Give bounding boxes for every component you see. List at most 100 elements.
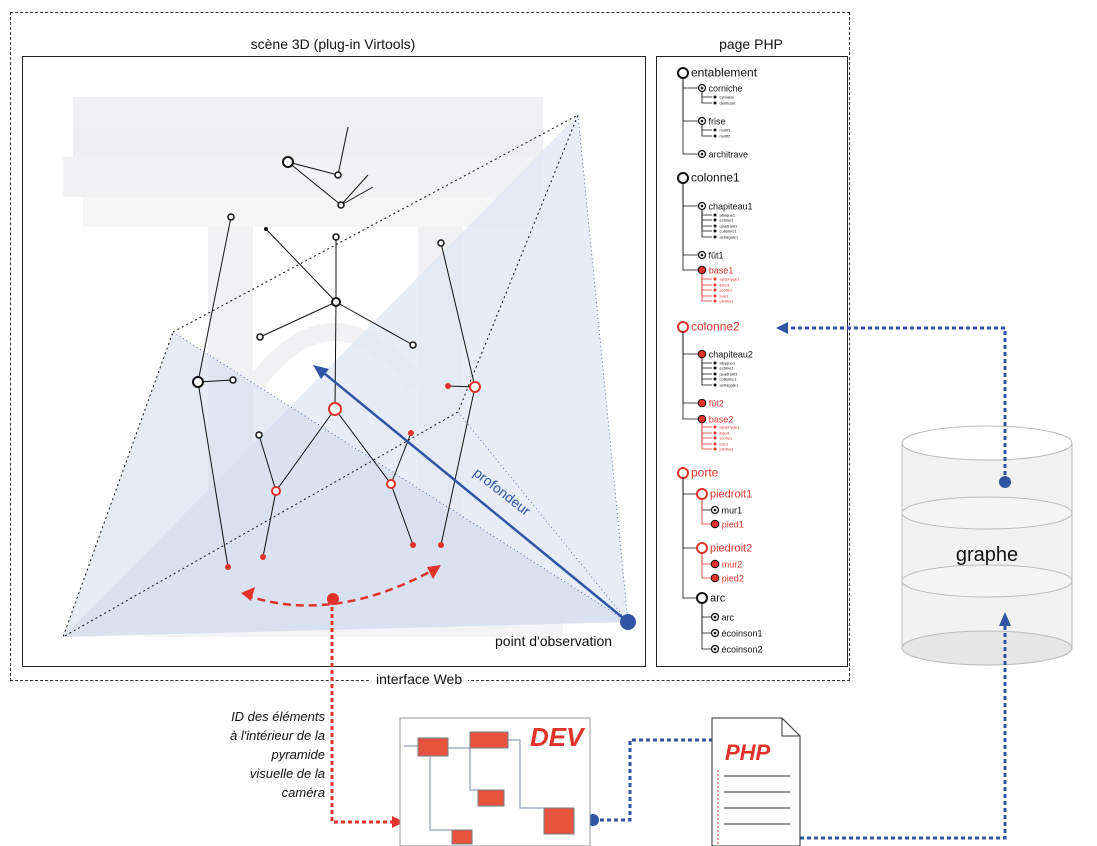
tree-label: écoinson1 (722, 629, 763, 639)
tree-node-24: abaque1 (713, 361, 736, 366)
scene-graph (197, 126, 476, 568)
tree-node-12: quadrant1 (713, 224, 738, 229)
tree-label: abaque1 (720, 213, 736, 218)
interface-web-label: interface Web (370, 671, 469, 687)
tree-node-2: cymaise (713, 95, 735, 100)
tree-label: colonne2 (691, 320, 740, 334)
tree-node-30: base2 (697, 415, 734, 425)
tree-label: fût2 (709, 399, 724, 409)
tree-label: architrave (709, 150, 749, 160)
tree-label: collarino1 (720, 377, 738, 382)
tree-label: fût1 (709, 251, 724, 261)
tree-node-43: arc (696, 592, 726, 605)
tree-node-29: fût2 (697, 399, 724, 409)
observation-label: point d'observation (495, 633, 612, 649)
database-graphe-icon (901, 425, 1073, 666)
tree-node-15: fût1 (697, 251, 724, 261)
tree-label: mur2 (722, 560, 743, 570)
tree-label: echine1 (720, 218, 735, 223)
tree-label: entablement (691, 66, 758, 80)
tree-node-21: plinthe1 (713, 299, 735, 304)
tree-node-32: listel1 (713, 431, 731, 436)
tree-node-19: scotie1 (713, 288, 733, 293)
tree-label: pied1 (722, 520, 744, 530)
tree-node-18: listel1 (713, 283, 731, 288)
tree-label: motif2 (720, 134, 732, 139)
tree-node-8: colonne1 (677, 171, 740, 185)
tree-label: base1 (709, 266, 734, 276)
tree-label: pied2 (722, 574, 744, 584)
svg-text:PHP: PHP (725, 740, 771, 765)
tree-label: écoinson2 (722, 645, 763, 655)
tree-label: arc (722, 613, 735, 623)
tree-label: base2 (709, 415, 734, 425)
tree-node-33: scotie1 (713, 436, 733, 441)
tree-node-40: piedroit2 (696, 542, 752, 555)
tree-label: scotie1 (720, 436, 733, 441)
tree-node-11: echine1 (713, 218, 735, 223)
tree-label: arc (710, 593, 726, 605)
php-document-icon: PHP (711, 717, 801, 846)
tree-node-46: écoinson2 (710, 645, 763, 655)
tree-label: chapiteau1 (709, 202, 753, 212)
tree-label: tore1 (720, 294, 730, 299)
tree-label: plinthe1 (720, 299, 735, 304)
dev-schema-icon: DEV (399, 717, 591, 846)
tree-node-39: pied1 (710, 520, 744, 530)
scene-3d-viewport[interactable]: profondeur point d'observation (22, 56, 646, 667)
tree-label: astragale1 (720, 383, 739, 388)
tree-label: denticule (720, 101, 737, 106)
tree-node-14: astragale1 (713, 235, 739, 240)
camera-note: ID des éléments à l'intérieur de la pyra… (230, 709, 325, 800)
tree-node-38: mur1 (710, 506, 743, 516)
frustum-face-2 (63, 332, 628, 637)
scene-graph-nodes (192, 156, 481, 570)
profondeur-arrow (318, 368, 629, 623)
tree-node-25: echine1 (713, 366, 735, 371)
tree-label: corniche (709, 84, 743, 94)
tree-label: piedroit2 (710, 543, 752, 555)
tree-node-23: chapiteau2 (697, 350, 753, 360)
tree-node-10: abaque1 (713, 213, 736, 218)
tree-label: cymaise (720, 95, 735, 100)
tree-node-41: mur2 (710, 560, 743, 570)
page-php-title: page PHP (719, 36, 783, 52)
tree-node-20: tore1 (713, 294, 730, 299)
tree-node-45: écoinson1 (710, 629, 763, 639)
tree-node-4: frise (697, 117, 726, 127)
tree-label: frise (709, 117, 726, 127)
tree-node-44: arc (710, 613, 735, 623)
tree-label: motif1 (720, 128, 732, 133)
svg-text:DEV: DEV (530, 722, 586, 752)
tree-node-1: corniche (697, 84, 743, 94)
tree-label: tore1 (720, 442, 730, 447)
tree-label: echine1 (720, 366, 735, 371)
tree-label: porte (691, 466, 719, 480)
tree-label: listel1 (720, 283, 731, 288)
tree-node-16: base1 (697, 266, 734, 276)
tree-node-3: denticule (713, 101, 737, 106)
tree-node-28: astragale1 (713, 383, 739, 388)
tree-label: collarino1 (720, 229, 738, 234)
tree-label: colonne1 (691, 171, 740, 185)
tree-label: piedroit1 (710, 489, 752, 501)
tree-node-6: motif2 (713, 134, 732, 139)
tree-node-34: tore1 (713, 442, 730, 447)
tree-label: mur1 (722, 506, 743, 516)
tree-node-35: plinthe1 (713, 447, 734, 452)
tree-node-9: chapiteau1 (697, 202, 753, 212)
tree-label: chapiteau2 (709, 350, 753, 360)
graphe-label: graphe (955, 544, 1019, 566)
observation-point (620, 614, 636, 630)
tree-node-5: motif1 (713, 128, 732, 133)
scene-drawing: profondeur point d'observation (62, 97, 636, 649)
tree-node-26: quadrant1 (713, 372, 738, 377)
tree-node-7: architrave (697, 150, 749, 160)
tree-node-27: collarino1 (713, 377, 738, 382)
tree-label: scotie1 (720, 288, 733, 293)
tree-label: astragale1 (720, 235, 739, 240)
tree-node-13: collarino1 (713, 229, 738, 234)
